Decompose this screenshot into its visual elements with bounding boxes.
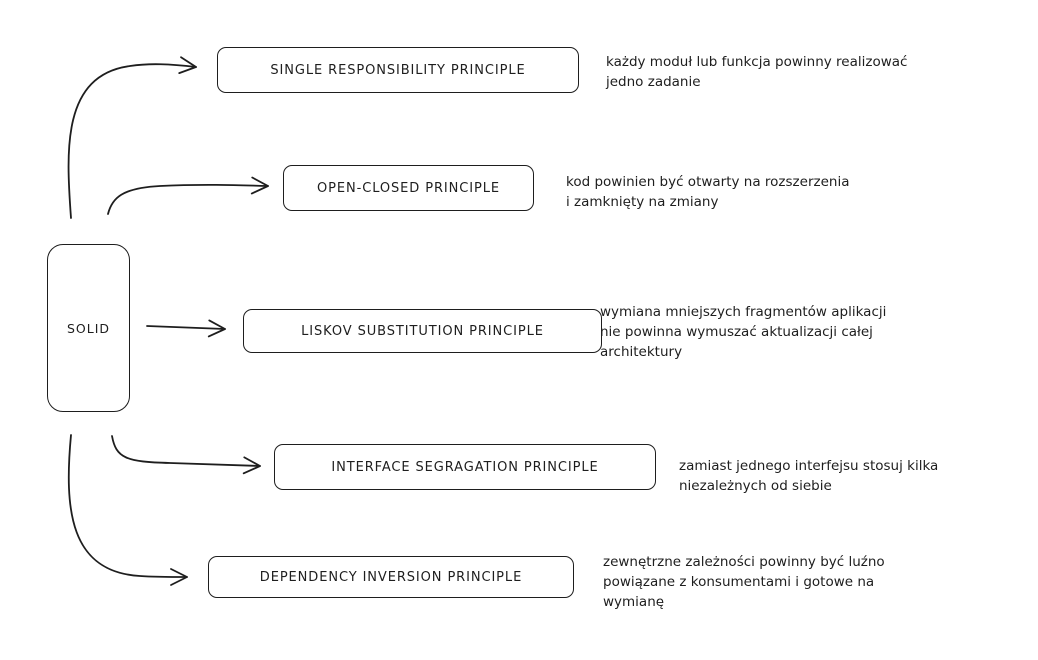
connector-arrow-isp — [111, 435, 261, 475]
description-line: kod powinien być otwarty na rozszerzenia — [566, 174, 850, 190]
principle-node-interface-segragation: INTERFACE SEGRAGATION PRINCIPLE — [274, 444, 656, 490]
principle-description-single-responsibility: każdy moduł lub funkcja powinny realizow… — [606, 52, 907, 92]
description-line: powiązane z konsumentami i gotowe na — [603, 574, 875, 590]
principle-description-dependency-inversion: zewnętrzne zależności powinny być luźno … — [603, 552, 885, 612]
description-line: nie powinna wymuszać aktualizacji całej — [600, 324, 873, 340]
solid-root-node: SOLID — [47, 244, 130, 412]
principle-node-single-responsibility: SINGLE RESPONSIBILITY PRINCIPLE — [217, 47, 579, 93]
connector-arrow-dip — [67, 434, 188, 586]
principle-node-dependency-inversion: DEPENDENCY INVERSION PRINCIPLE — [208, 556, 574, 598]
principle-label: OPEN-CLOSED PRINCIPLE — [317, 180, 500, 196]
principle-label: DEPENDENCY INVERSION PRINCIPLE — [259, 569, 523, 585]
description-line: i zamknięty na zmiany — [566, 194, 719, 210]
principle-description-liskov-substitution: wymiana mniejszych fragmentów aplikacji … — [600, 302, 886, 362]
principle-label: INTERFACE SEGRAGATION PRINCIPLE — [331, 459, 599, 475]
connector-arrow-ocp — [107, 176, 269, 215]
principle-description-open-closed: kod powinien być otwarty na rozszerzenia… — [566, 172, 849, 212]
description-line: niezależnych od siebie — [679, 478, 832, 494]
connector-arrow-lsp — [146, 319, 226, 338]
description-line: wymianę — [603, 594, 665, 610]
principle-label: LISKOV SUBSTITUTION PRINCIPLE — [301, 323, 544, 339]
description-line: każdy moduł lub funkcja powinny realizow… — [606, 54, 908, 70]
description-line: architektury — [600, 344, 683, 360]
principle-node-liskov-substitution: LISKOV SUBSTITUTION PRINCIPLE — [243, 309, 602, 353]
description-line: zamiast jednego interfejsu stosuj kilka — [679, 458, 939, 474]
solid-root-label: SOLID — [66, 320, 111, 336]
principle-description-interface-segragation: zamiast jednego interfejsu stosuj kilka … — [679, 456, 938, 496]
principle-label: SINGLE RESPONSIBILITY PRINCIPLE — [270, 62, 526, 78]
description-line: zewnętrzne zależności powinny być luźno — [603, 554, 885, 570]
connector-arrow-srp — [67, 56, 197, 219]
description-line: jedno zadanie — [606, 74, 701, 90]
description-line: wymiana mniejszych fragmentów aplikacji — [600, 304, 887, 320]
principle-node-open-closed: OPEN-CLOSED PRINCIPLE — [283, 165, 534, 211]
